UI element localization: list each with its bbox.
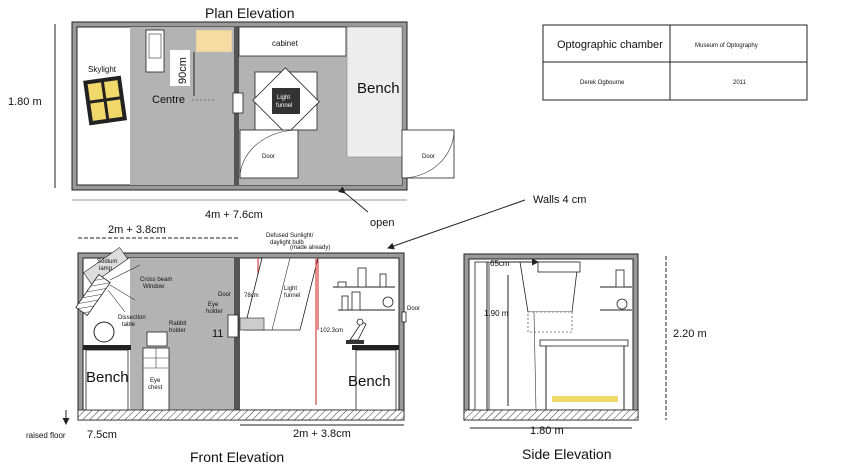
front-bench-left [85,349,129,411]
plan-cabinet-label: cabinet [272,39,299,48]
front-dim-102: 102.3cm [320,328,343,334]
microscope-icon [346,318,367,344]
skylight-icon [83,75,128,126]
plan-sink [145,29,165,73]
front-elevation: 2m + 3.8cm Sodium lamp Cross beam Window… [26,224,420,465]
front-number-11: 11 [212,328,223,340]
front-dim-bottom: 2m + 3.8cm [293,428,351,440]
front-dissection-1: Dissection [118,315,146,321]
plan-light-funnel: Light funnel [252,67,320,135]
front-shelves [333,267,395,311]
plan-bench-label: Bench [357,80,400,97]
front-sodium-2: lamp [99,266,113,272]
plan-90-bg [170,50,190,86]
front-dim-78: 78cm [244,293,259,299]
plan-funnel-label-1: Light [277,95,290,101]
side-dim-190: 1.90 m [484,309,509,318]
side-raised-floor [463,409,639,421]
walls-arrow [387,199,526,250]
plan-elevation: Plan Elevation cabinet Skylight 90cm Cen… [8,5,455,229]
title-block-name: Optographic chamber [557,39,663,51]
plan-door-right [401,129,455,179]
front-rabbit-2: holder [169,328,186,334]
front-bench-right-label: Bench [348,373,391,390]
front-bench-left-top [83,345,131,350]
front-rabbit-1: Rabbit [169,321,187,327]
front-raised-floor-label: raised floor [26,431,66,440]
rabbit-holder-icon [146,331,168,347]
front-door-inner: Door [218,292,231,298]
plan-bench [346,26,403,158]
title-block-author: Derek Ogbourne [580,80,625,86]
front-door-right: Door [407,306,420,312]
front-defused-1: Defused Sunlight/ [266,233,314,239]
side-yellow-strip [552,396,618,402]
front-funnel-1: Light [284,286,297,292]
front-eyechest-1: Eye [150,378,161,384]
sodium-lamp-icon [75,247,129,316]
front-sodium-1: Sodium [97,259,117,265]
plan-door-right-label: Door [422,154,435,160]
front-raised-floor [77,409,405,421]
side-door-frame [474,261,490,411]
side-dim-220: 2.20 m [673,328,707,340]
plan-dim-90: 90cm [177,57,189,84]
plan-centre-label: Centre [152,94,185,106]
plan-funnel-label-2: funnel [276,103,292,109]
front-title: Front Elevation [190,449,284,465]
plan-height-dim: 1.80 m [8,96,42,108]
plan-open-label: open [370,217,394,229]
dissection-table-icon [93,321,115,343]
side-dim-65: 65cm [490,259,510,268]
plan-title: Plan Elevation [205,5,295,21]
front-eyechest-2: chest [148,385,163,391]
front-crossbeam-2: Window [143,284,165,290]
walls-note: Walls 4 cm [533,194,586,206]
plan-skylight-label: Skylight [88,65,117,74]
side-title: Side Elevation [522,446,612,462]
front-raised-dim: 7.5cm [87,429,117,441]
front-bench-right [355,349,397,411]
front-crossbeam-1: Cross beam [140,277,172,283]
front-bench-right-top [352,345,399,350]
plan-door-left [239,129,299,179]
open-arrow [338,186,369,213]
side-table-top [539,339,629,347]
front-bench-left-label: Bench [86,369,129,386]
plan-eye-holder [232,92,244,114]
title-block: Optographic chamber Museum of Optography… [542,24,808,101]
plan-yellow-pad [195,29,233,53]
eye-chest-icon [142,347,170,411]
title-block-client: Museum of Optography [695,43,758,49]
front-dim-top: 2m + 3.8cm [108,224,166,236]
side-dim-180: 1.80 m [530,425,564,437]
plan-door-left-label: Door [262,154,275,160]
front-defused-2: daylight bulb [270,240,304,246]
plan-width-dim: 4m + 7.6cm [205,209,263,221]
plan-cabinet [238,26,347,57]
front-eyeholder-1: Eye [208,302,219,308]
front-eyeholder-2: holder [206,309,223,315]
front-defused-3: (made already) [290,245,330,251]
eye-holder-icon [227,314,239,338]
side-elevation: 65cm 1.90 m 1.80 m 2.20 m Side Elevation [463,253,707,462]
title-block-year: 2011 [733,80,747,86]
front-funnel-2: funnel [284,293,300,299]
front-dissection-2: table [122,322,136,328]
